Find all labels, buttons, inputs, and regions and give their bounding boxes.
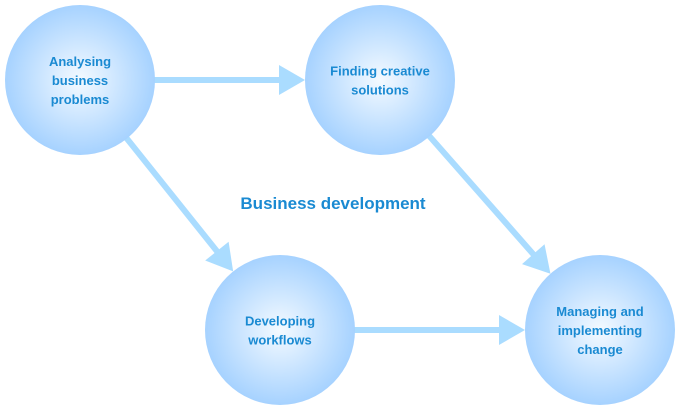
node-label-line: workflows xyxy=(247,333,312,348)
node-analysing: Analysing business problems xyxy=(5,5,155,155)
node-managing: Managing and implementing change xyxy=(525,255,675,405)
node-label-line: Finding creative xyxy=(330,64,430,79)
diagram-title: Business development xyxy=(240,194,426,213)
arrow-developing-to-managing xyxy=(353,315,525,345)
node-label-line: business xyxy=(52,73,108,88)
arrow-finding-to-managing xyxy=(425,132,551,274)
arrow-head xyxy=(522,244,551,274)
node-label-line: change xyxy=(577,342,623,357)
arrow-shaft xyxy=(123,135,221,255)
node-label-line: Developing xyxy=(245,314,315,329)
node-label-line: implementing xyxy=(558,323,643,338)
node-developing: Developing workflows xyxy=(205,255,355,405)
node-circle xyxy=(305,5,455,155)
node-circle xyxy=(525,255,675,405)
arrow-analysing-to-developing xyxy=(123,135,234,272)
node-finding: Finding creative solutions xyxy=(305,5,455,155)
arrow-analysing-to-finding xyxy=(153,65,305,95)
node-circle xyxy=(205,255,355,405)
node-label-line: solutions xyxy=(351,83,409,98)
arrow-shaft xyxy=(425,132,537,258)
node-circle xyxy=(5,5,155,155)
node-label-line: Managing and xyxy=(556,304,643,319)
arrow-head xyxy=(205,241,234,272)
arrow-head xyxy=(499,315,525,345)
node-label-line: problems xyxy=(51,92,110,107)
node-label-line: Analysing xyxy=(49,54,111,69)
arrow-head xyxy=(279,65,305,95)
